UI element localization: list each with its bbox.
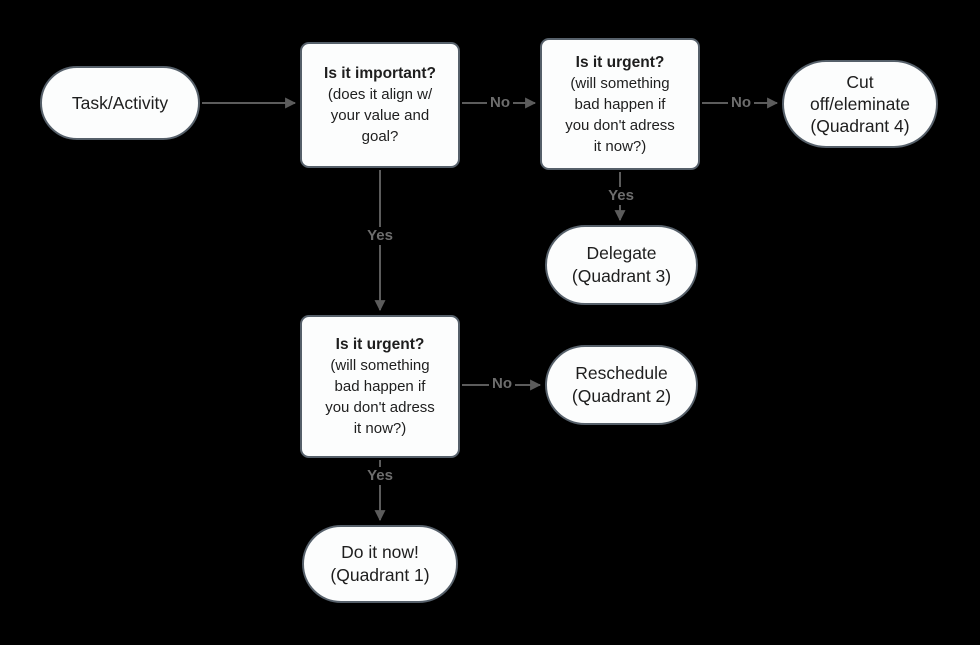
node-is-it-urgent-top-title: Is it urgent? bbox=[575, 53, 665, 71]
node-is-it-urgent-top-body: (will something bad happen if you don't … bbox=[565, 74, 675, 155]
edge-label-urgent-top-yes: Yes bbox=[605, 187, 637, 205]
edge-label-urgent-bottom-no: No bbox=[489, 375, 515, 393]
node-is-it-urgent-bottom-title: Is it urgent? bbox=[335, 336, 425, 353]
node-cut-off-eliminate-label: Cut off/eleminate (Quadrant 4) bbox=[810, 72, 910, 136]
node-is-it-important-body: (does it align w/ your value and goal? bbox=[327, 86, 433, 145]
node-is-it-important-title: Is it important? bbox=[324, 65, 436, 82]
node-delegate: Delegate (Quadrant 3) bbox=[545, 225, 698, 305]
node-do-it-now: Do it now! (Quadrant 1) bbox=[302, 525, 458, 603]
edge-label-urgent-bottom-yes: Yes bbox=[364, 467, 396, 485]
edge-label-important-yes: Yes bbox=[364, 227, 396, 245]
node-reschedule-label: Reschedule (Quadrant 2) bbox=[571, 363, 672, 406]
node-reschedule: Reschedule (Quadrant 2) bbox=[545, 345, 698, 425]
node-is-it-important: Is it important? (does it align w/ your … bbox=[300, 42, 460, 168]
node-task-activity-label: Task/Activity bbox=[71, 92, 169, 113]
edge-label-important-no: No bbox=[487, 94, 513, 112]
node-do-it-now-label: Do it now! (Quadrant 1) bbox=[330, 542, 430, 585]
node-is-it-urgent-top: Is it urgent? (will something bad happen… bbox=[540, 38, 700, 170]
node-cut-off-eliminate: Cut off/eleminate (Quadrant 4) bbox=[782, 60, 938, 148]
node-is-it-urgent-bottom: Is it urgent? (will something bad happen… bbox=[300, 315, 460, 458]
node-is-it-urgent-bottom-body: (will something bad happen if you don't … bbox=[325, 357, 435, 437]
node-delegate-label: Delegate (Quadrant 3) bbox=[571, 243, 672, 286]
edge-label-urgent-top-no: No bbox=[728, 94, 754, 112]
node-task-activity: Task/Activity bbox=[40, 66, 200, 140]
